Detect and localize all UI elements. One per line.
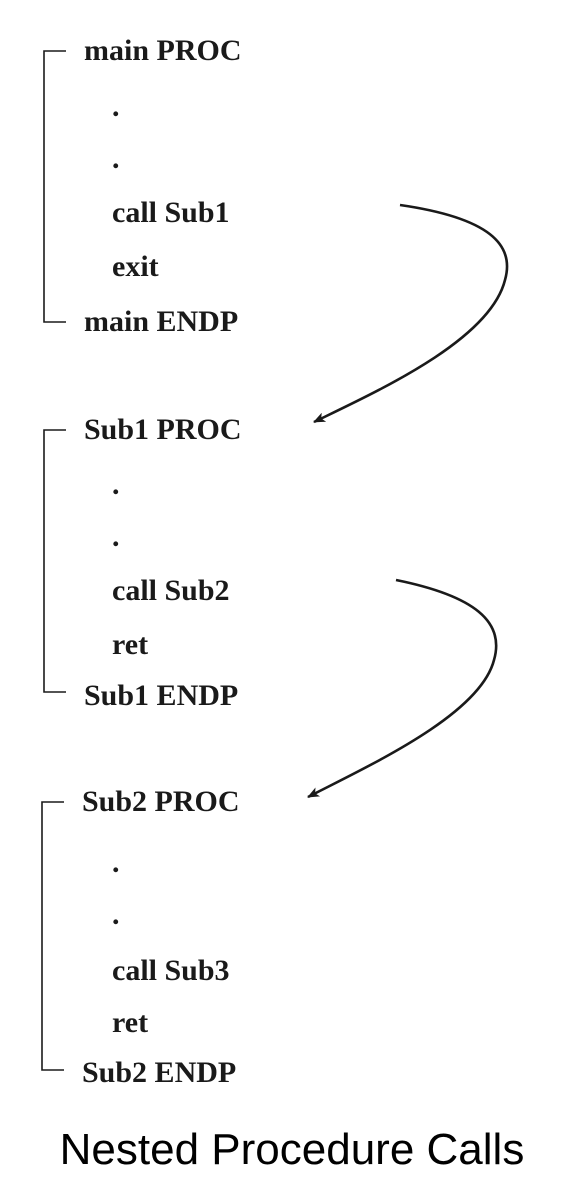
call-arrow-sub1 <box>313 203 509 424</box>
ellipsis-line: . <box>112 90 120 123</box>
procedure-header: main PROC <box>84 34 242 67</box>
ret-instruction: ret <box>112 1006 148 1039</box>
exit-instruction: exit <box>112 250 159 283</box>
ellipsis-line: . <box>112 898 120 931</box>
call-instruction: call Sub1 <box>112 196 230 229</box>
call-instruction: call Sub3 <box>112 954 230 987</box>
procedure-block-main: main PROC . . call Sub1 exit main ENDP <box>43 34 242 338</box>
ellipsis-line: . <box>112 520 120 553</box>
procedure-block-sub1: Sub1 PROC . . call Sub2 ret Sub1 ENDP <box>43 413 242 712</box>
ellipsis-line: . <box>112 142 120 175</box>
procedure-footer: Sub2 ENDP <box>82 1056 236 1089</box>
ret-instruction: ret <box>112 628 148 661</box>
procedure-bracket <box>41 801 64 1071</box>
procedure-block-sub2: Sub2 PROC . . call Sub3 ret Sub2 ENDP <box>41 785 240 1089</box>
figure-caption: Nested Procedure Calls <box>60 1125 525 1174</box>
call-instruction: call Sub2 <box>112 574 230 607</box>
procedure-header: Sub1 PROC <box>84 413 242 446</box>
procedure-footer: main ENDP <box>84 305 238 338</box>
ellipsis-line: . <box>112 468 120 501</box>
procedure-header: Sub2 PROC <box>82 785 240 818</box>
ellipsis-line: . <box>112 846 120 879</box>
procedure-bracket <box>43 50 66 323</box>
procedure-bracket <box>43 429 66 693</box>
call-arrow-sub2 <box>307 578 498 799</box>
procedure-footer: Sub1 ENDP <box>84 679 238 712</box>
